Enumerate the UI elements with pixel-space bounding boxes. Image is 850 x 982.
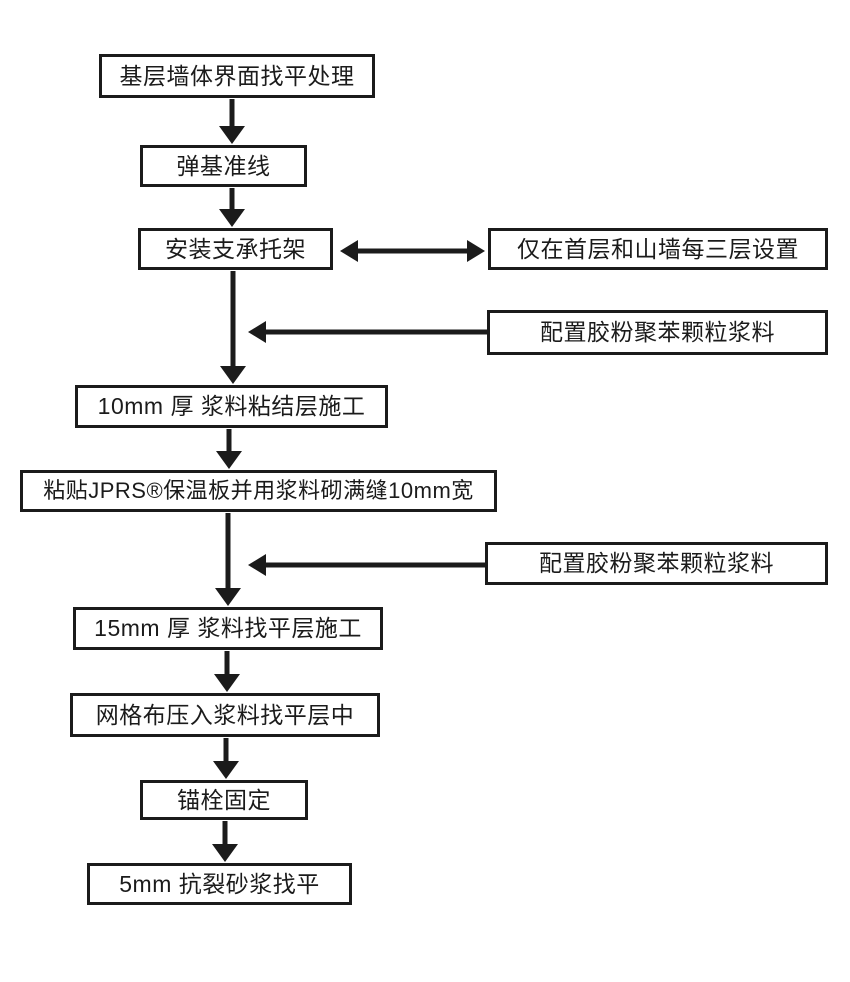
arrow-step3-to-step4 <box>220 271 246 384</box>
node-input-prepare-slurry-2: 配置胶粉聚苯颗粒浆料 <box>485 542 828 585</box>
arrow-shaft <box>229 99 235 128</box>
arrow-step7-to-step8 <box>213 738 239 779</box>
arrow-step1-to-step2 <box>219 99 245 144</box>
arrow-step4-to-step5 <box>216 429 242 469</box>
arrow-shaft <box>263 562 485 568</box>
arrowhead-down-icon <box>219 209 245 227</box>
arrowhead-down-icon <box>212 844 238 862</box>
arrow-step8-to-step9 <box>212 821 238 862</box>
arrowhead-down-icon <box>216 451 242 469</box>
arrow-shaft <box>226 429 232 453</box>
arrow-step5-to-step6 <box>215 513 241 606</box>
arrowhead-down-icon <box>219 126 245 144</box>
arrowhead-down-icon <box>215 588 241 606</box>
arrowhead-right-icon <box>467 240 485 262</box>
node-step5-paste-jprs-board: 粘贴JPRS®保温板并用浆料砌满缝10mm宽 <box>20 470 497 512</box>
node-step7-press-mesh-cloth: 网格布压入浆料找平层中 <box>70 693 380 737</box>
arrow-step2-to-step3 <box>219 188 245 227</box>
arrow-shaft <box>355 248 470 254</box>
arrow-shaft <box>230 271 236 368</box>
arrowhead-left-icon <box>248 321 266 343</box>
node-step9-5mm-anticrack-mortar: 5mm 抗裂砂浆找平 <box>87 863 352 905</box>
arrowhead-down-icon <box>220 366 246 384</box>
node-step4-10mm-bonding-layer: 10mm 厚 浆料粘结层施工 <box>75 385 388 428</box>
arrow-shaft <box>223 738 229 763</box>
arrow-slurry2-to-flow <box>248 553 485 577</box>
arrow-shaft <box>222 821 228 846</box>
arrowhead-left-icon <box>248 554 266 576</box>
arrow-shaft <box>263 329 487 335</box>
node-step8-anchor-bolt-fixing: 锚栓固定 <box>140 780 308 820</box>
arrow-slurry1-to-flow <box>248 320 487 344</box>
arrow-shaft <box>225 513 231 590</box>
arrow-step6-to-step7 <box>214 651 240 692</box>
arrowhead-down-icon <box>213 761 239 779</box>
arrowhead-down-icon <box>214 674 240 692</box>
node-note-bracket-placement: 仅在首层和山墙每三层设置 <box>488 228 828 270</box>
arrow-shaft <box>229 188 235 211</box>
node-input-prepare-slurry-1: 配置胶粉聚苯颗粒浆料 <box>487 310 828 355</box>
arrow-shaft <box>224 651 230 676</box>
node-step1-base-wall-leveling: 基层墙体界面找平处理 <box>99 54 375 98</box>
arrowhead-left-icon <box>340 240 358 262</box>
node-step6-15mm-leveling-layer: 15mm 厚 浆料找平层施工 <box>73 607 383 650</box>
node-step2-snap-reference-line: 弹基准线 <box>140 145 307 187</box>
node-step3-install-support-bracket: 安装支承托架 <box>138 228 333 270</box>
arrow-double-step3-note <box>340 239 485 263</box>
